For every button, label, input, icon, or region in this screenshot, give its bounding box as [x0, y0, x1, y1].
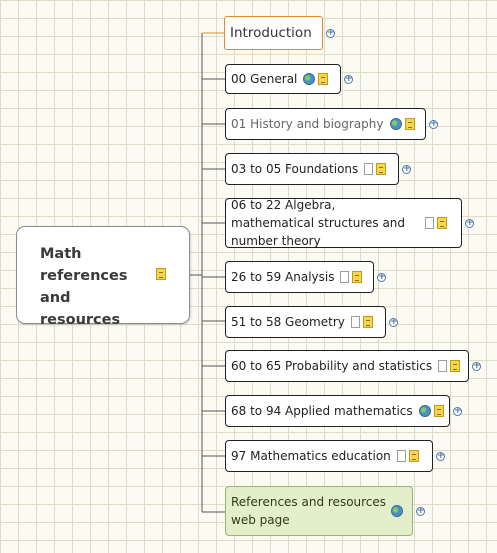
note-icon[interactable] [318, 73, 329, 85]
expand-icon[interactable]: + [465, 218, 474, 228]
globe-icon[interactable] [391, 505, 403, 517]
globe-icon[interactable] [303, 73, 316, 85]
document-icon[interactable] [438, 360, 448, 372]
topic-label: 26 to 59 Analysis [231, 270, 335, 284]
note-icon[interactable] [433, 405, 444, 417]
topic-analysis[interactable]: 26 to 59 Analysis [225, 261, 374, 293]
topic-label: 06 to 22 Algebra, mathematical structure… [231, 198, 406, 248]
note-icon[interactable] [408, 450, 419, 462]
topic-introduction[interactable]: Introduction [224, 16, 323, 50]
topic-label: 51 to 58 Geometry [231, 315, 345, 329]
topic-label: Introduction [230, 25, 312, 41]
topic-label: 00 General [231, 72, 298, 86]
note-icon[interactable] [404, 118, 415, 130]
expand-icon[interactable]: + [377, 272, 386, 282]
note-icon[interactable] [362, 316, 373, 328]
expand-icon[interactable]: + [429, 119, 438, 129]
expand-icon[interactable]: + [326, 28, 335, 38]
document-icon[interactable] [396, 450, 406, 462]
topic-mathematics-education[interactable]: 97 Mathematics education [225, 440, 433, 472]
note-icon[interactable] [156, 268, 166, 280]
expand-icon[interactable]: + [344, 74, 353, 84]
expand-icon[interactable]: + [472, 361, 481, 371]
globe-icon[interactable] [389, 118, 402, 130]
topic-label: 60 to 65 Probability and statistics [231, 359, 433, 373]
note-icon[interactable] [376, 163, 387, 175]
topic-foundations[interactable]: 03 to 05 Foundations [225, 153, 399, 185]
topic-label: 01 History and biography [231, 117, 384, 131]
expand-icon[interactable]: + [453, 406, 462, 416]
topic-references-web-page[interactable]: References and resources web page [225, 486, 413, 536]
expand-icon[interactable]: + [436, 451, 445, 461]
document-icon[interactable] [340, 271, 350, 283]
topic-applied-mathematics[interactable]: 68 to 94 Applied mathematics [225, 395, 450, 427]
topic-label: 97 Mathematics education [231, 449, 391, 463]
topic-label: 03 to 05 Foundations [231, 162, 359, 176]
topic-probability-statistics[interactable]: 60 to 65 Probability and statistics [225, 350, 469, 382]
topic-geometry[interactable]: 51 to 58 Geometry [225, 306, 386, 338]
expand-icon[interactable]: + [416, 506, 425, 516]
root-topic-label: Math references and resources [40, 246, 128, 328]
document-icon[interactable] [350, 316, 360, 328]
document-icon[interactable] [425, 217, 434, 229]
expand-icon[interactable]: + [402, 164, 411, 174]
topic-label: 68 to 94 Applied mathematics [231, 404, 413, 418]
topic-general[interactable]: 00 General [225, 64, 341, 94]
expand-icon[interactable]: + [389, 317, 398, 327]
topic-label: References and resources web page [231, 495, 387, 527]
note-icon[interactable] [437, 217, 447, 229]
note-icon[interactable] [450, 360, 461, 372]
root-topic[interactable]: Math references and resources [16, 226, 190, 328]
globe-icon[interactable] [418, 405, 431, 417]
document-icon[interactable] [364, 163, 374, 175]
note-icon[interactable] [352, 271, 363, 283]
topic-algebra[interactable]: 06 to 22 Algebra, mathematical structure… [225, 198, 462, 248]
topic-history-biography[interactable]: 01 History and biography [225, 108, 426, 140]
